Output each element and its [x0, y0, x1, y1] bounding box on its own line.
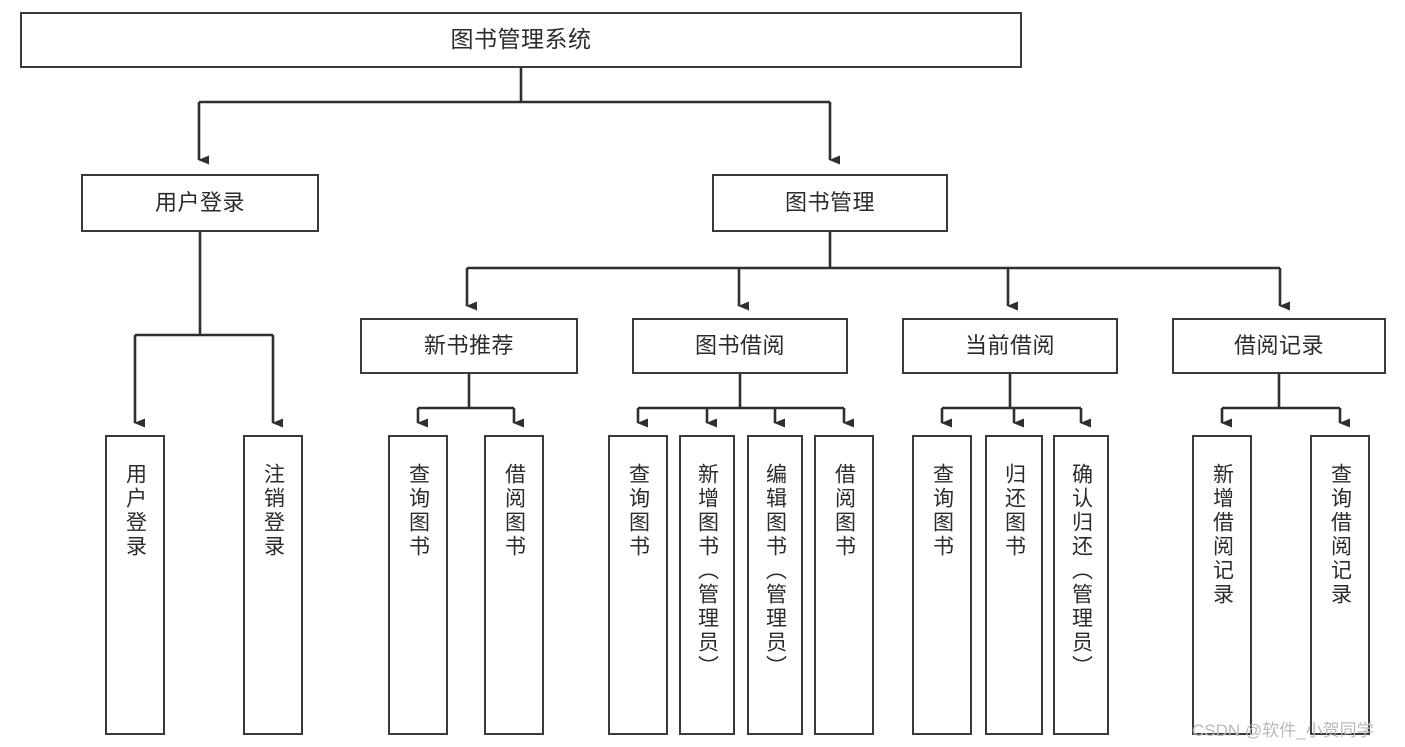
node-leaf-query-book-3[interactable]: 查询图书 — [912, 435, 972, 735]
node-book-management[interactable]: 图书管理 — [712, 174, 948, 232]
node-leaf-query-record[interactable]: 查询借阅记录 — [1310, 435, 1370, 735]
node-leaf-borrow-book-1[interactable]: 借阅图书 — [484, 435, 544, 735]
node-leaf-query-book-2[interactable]: 查询图书 — [608, 435, 668, 735]
node-leaf-user-login[interactable]: 用户登录 — [105, 435, 165, 735]
node-leaf-query-book-2-label: 查询图书 — [626, 463, 650, 559]
node-leaf-query-record-label: 查询借阅记录 — [1328, 463, 1352, 607]
node-borrow-records-label: 借阅记录 — [1233, 333, 1324, 359]
node-leaf-add-book-label: 新增图书（管理员） — [695, 463, 719, 679]
node-leaf-borrow-book-2-label: 借阅图书 — [832, 463, 856, 559]
node-leaf-add-record[interactable]: 新增借阅记录 — [1192, 435, 1252, 735]
node-leaf-add-book[interactable]: 新增图书（管理员） — [679, 435, 735, 735]
node-current-borrow-label: 当前借阅 — [964, 333, 1055, 359]
node-new-book-recommend-label: 新书推荐 — [423, 333, 514, 359]
node-leaf-query-book-1[interactable]: 查询图书 — [388, 435, 448, 735]
node-leaf-return-book-label: 归还图书 — [1002, 463, 1026, 559]
node-book-management-label: 图书管理 — [784, 190, 875, 216]
node-leaf-logout[interactable]: 注销登录 — [243, 435, 303, 735]
node-new-book-recommend[interactable]: 新书推荐 — [360, 318, 578, 374]
node-leaf-return-book[interactable]: 归还图书 — [985, 435, 1043, 735]
node-leaf-query-book-1-label: 查询图书 — [406, 463, 430, 559]
node-user-login[interactable]: 用户登录 — [81, 174, 319, 232]
node-book-borrow-label: 图书借阅 — [694, 333, 785, 359]
node-user-login-label: 用户登录 — [154, 190, 245, 216]
node-borrow-records[interactable]: 借阅记录 — [1172, 318, 1386, 374]
node-leaf-user-login-label: 用户登录 — [123, 463, 147, 559]
node-current-borrow[interactable]: 当前借阅 — [902, 318, 1118, 374]
node-leaf-confirm-return-label: 确认归还（管理员） — [1069, 463, 1093, 679]
csdn-watermark: CSDN @软件_小贺同学 — [1192, 721, 1374, 740]
node-leaf-borrow-book-1-label: 借阅图书 — [502, 463, 526, 559]
node-leaf-confirm-return[interactable]: 确认归还（管理员） — [1053, 435, 1109, 735]
node-leaf-edit-book[interactable]: 编辑图书（管理员） — [747, 435, 803, 735]
node-root-label: 图书管理系统 — [450, 26, 592, 53]
node-leaf-logout-label: 注销登录 — [261, 463, 285, 559]
node-root[interactable]: 图书管理系统 — [20, 12, 1022, 68]
node-leaf-add-record-label: 新增借阅记录 — [1210, 463, 1234, 607]
node-leaf-borrow-book-2[interactable]: 借阅图书 — [814, 435, 874, 735]
node-leaf-query-book-3-label: 查询图书 — [930, 463, 954, 559]
node-leaf-edit-book-label: 编辑图书（管理员） — [763, 463, 787, 679]
node-book-borrow[interactable]: 图书借阅 — [632, 318, 848, 374]
